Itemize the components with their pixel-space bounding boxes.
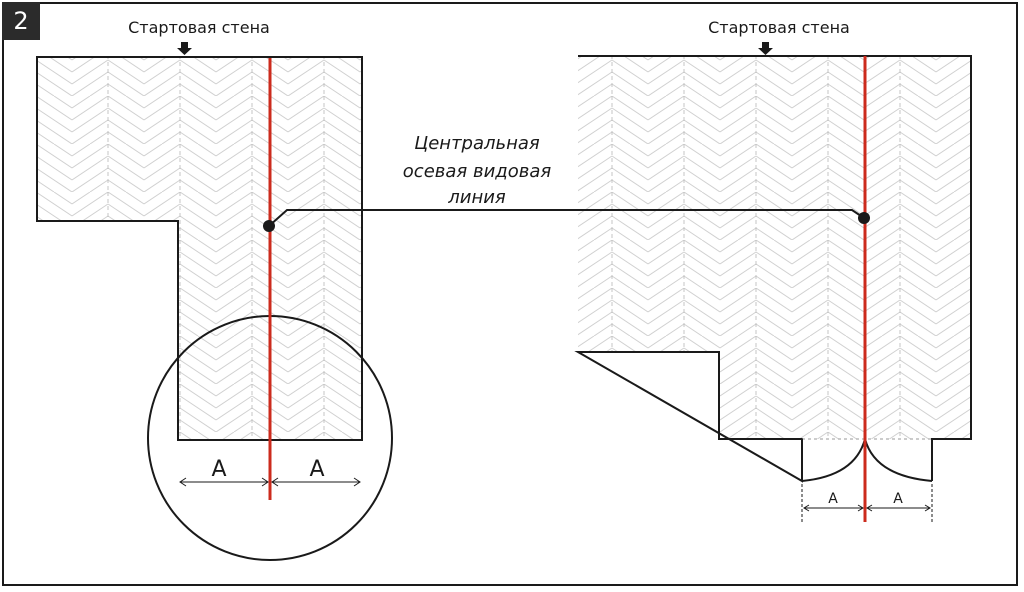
left-parquet-fill [37,57,362,440]
left-start-wall-label: Стартовая стена [128,18,270,37]
right-start-wall-arrow-icon [758,42,773,55]
right-parquet-fill [578,56,971,439]
axis-label-line1: Центральная [414,133,540,154]
right-dimension-lines [801,484,933,522]
right-room-plan: A A Стартовая стена [574,18,972,522]
axis-label-line3: линия [447,187,506,208]
axis-label-line2: осевая видовая [403,161,552,182]
right-niche-arcs [801,435,933,482]
right-dim-label-left: A [828,491,838,507]
right-axis-point [858,212,870,224]
right-start-wall-label: Стартовая стена [708,18,850,37]
axis-label-bg [388,126,570,208]
axis-connector-line [268,209,865,227]
figure-frame [2,2,1018,586]
left-dim-label-right: A [309,457,324,482]
right-dim-label-right: A [893,491,903,507]
left-room-outline [36,56,363,441]
left-dimension-lines [179,477,361,487]
left-axis-point [263,220,275,232]
figure-number-badge: 2 [2,2,40,40]
left-dim-label-left: A [211,457,226,482]
left-start-wall-arrow-icon [177,42,192,55]
left-room-plan: A A Стартовая стена [36,18,393,561]
